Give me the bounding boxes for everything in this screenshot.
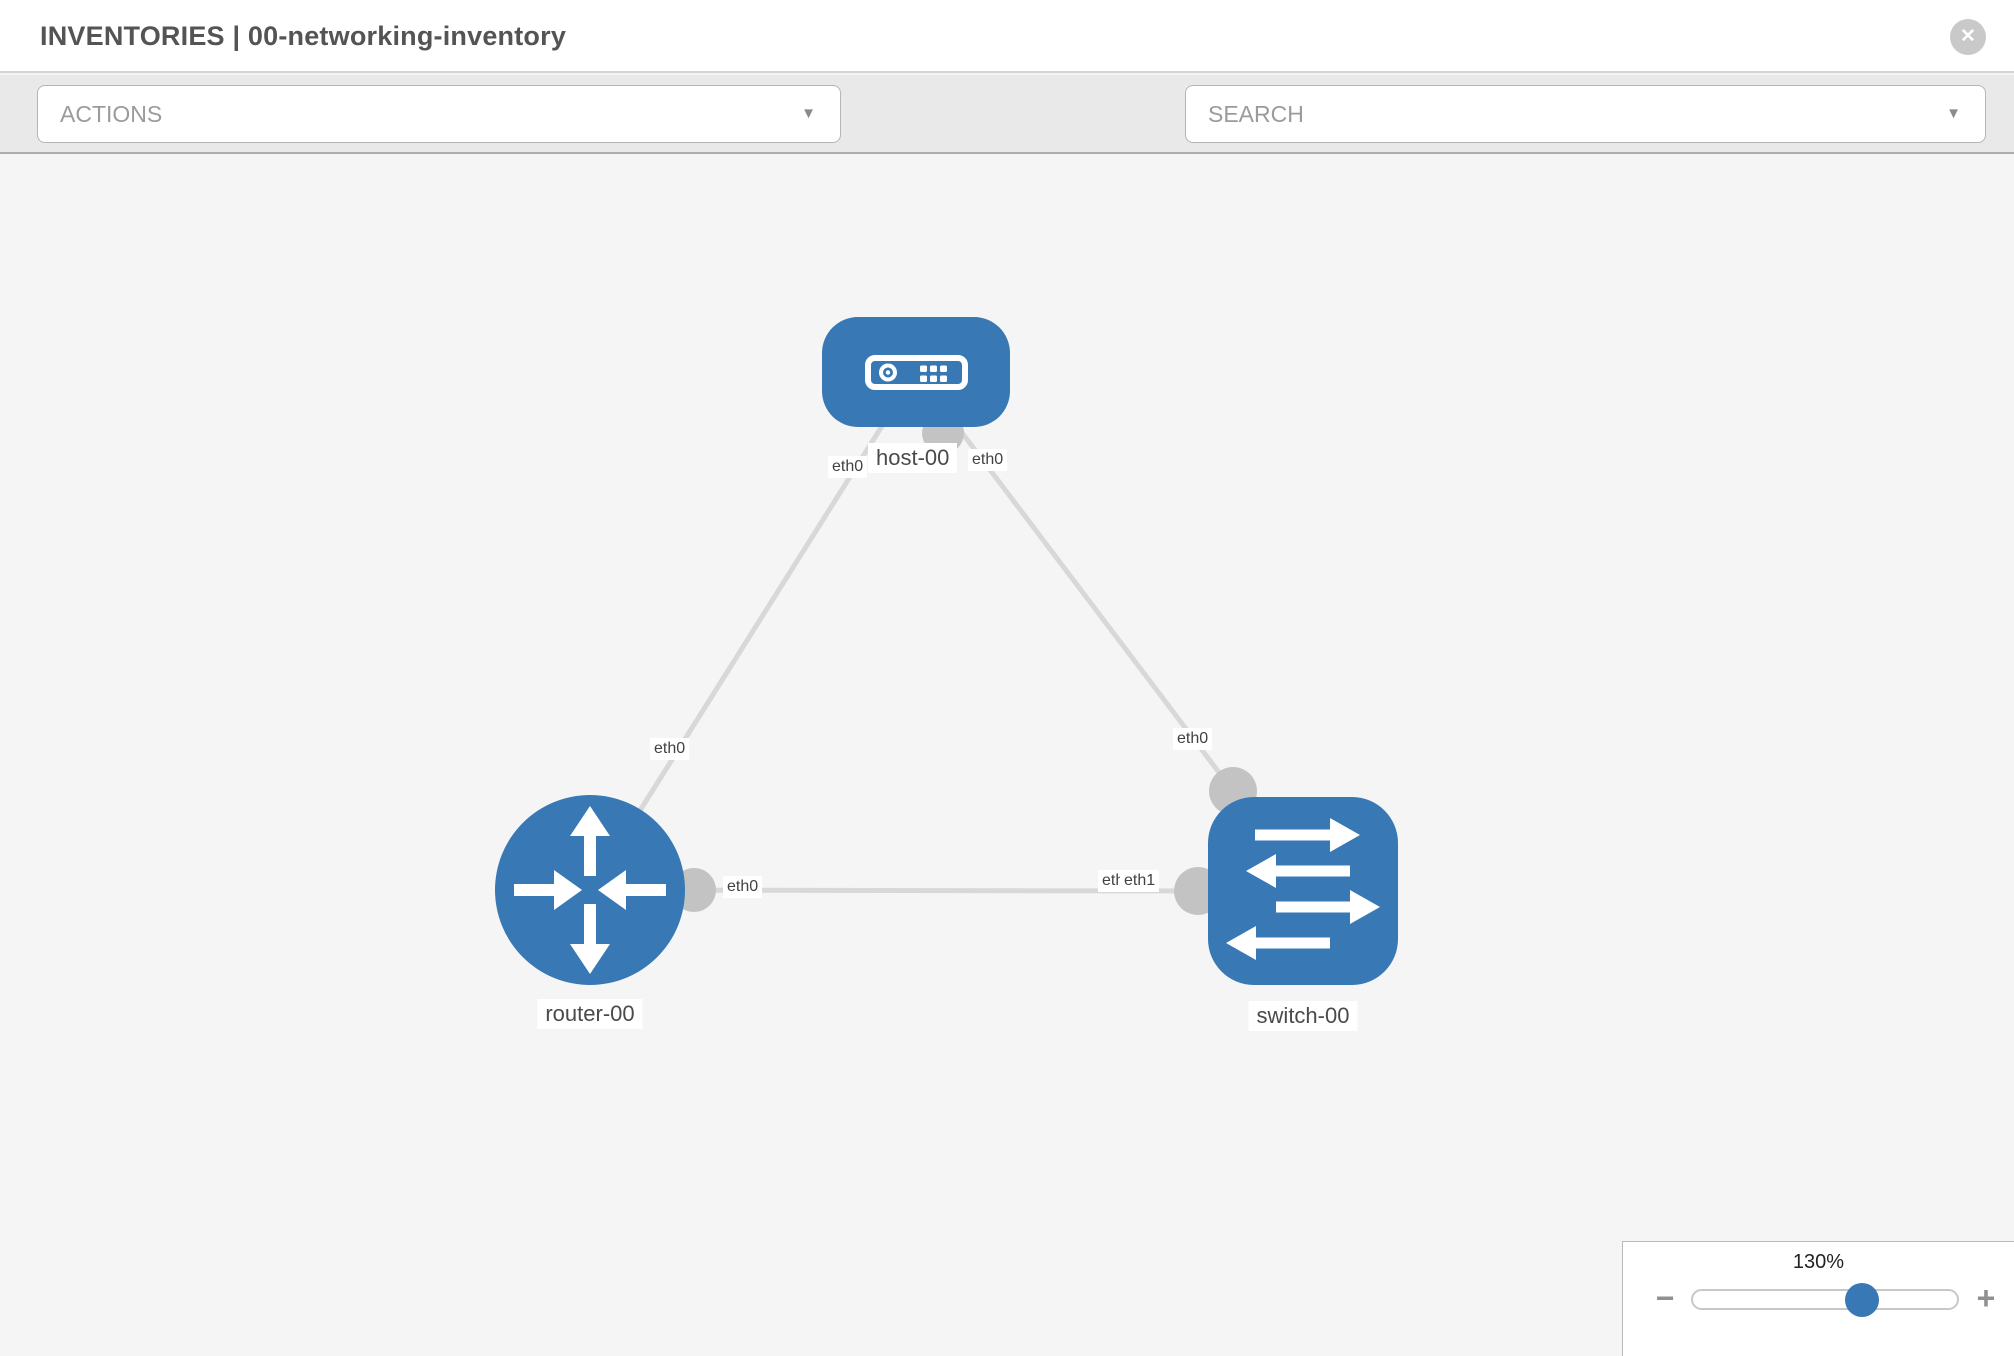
interface-label: eth0 [828, 456, 868, 478]
router-icon [514, 806, 666, 974]
node-router[interactable] [495, 795, 685, 985]
zoom-slider-knob[interactable] [1844, 1282, 1879, 1317]
page-title: INVENTORIES | 00-networking-inventory [40, 21, 567, 51]
zoom-level-value: 130% [1792, 1251, 1845, 1273]
zoom-in-button[interactable]: + [1976, 1280, 1996, 1316]
close-icon: ✕ [1960, 26, 1976, 47]
host-icon [865, 355, 968, 390]
zoom-control-panel: 130% − + [1622, 1241, 2014, 1356]
header-bar: INVENTORIES | 00-networking-inventory ✕ [0, 0, 2014, 73]
node-host[interactable] [822, 317, 1010, 427]
toolbar: ACTIONS ▼ ▼ [0, 75, 2014, 209]
close-button[interactable]: ✕ [1950, 19, 1986, 55]
chevron-down-icon: ▼ [1946, 105, 1961, 122]
node-label-router: router-00 [537, 999, 643, 1029]
node-switch[interactable] [1208, 797, 1398, 985]
topology-svg [495, 317, 1398, 985]
node-label-host: host-00 [868, 443, 958, 473]
zoom-slider[interactable] [1691, 1282, 1959, 1317]
interface-label: eth1 [1120, 870, 1160, 892]
chevron-down-icon: ▼ [801, 105, 816, 122]
zoom-out-button[interactable]: − [1655, 1280, 1675, 1316]
actions-dropdown[interactable]: ACTIONS ▼ [37, 85, 841, 143]
switch-icon [1226, 818, 1380, 960]
topology-canvas[interactable]: eth0 eth0 eth0 eth0 eth0 eth0 eth1 host-… [0, 156, 2014, 1356]
connectors-layer [672, 412, 1257, 915]
interface-label: eth0 [650, 738, 690, 760]
interface-label: eth0 [968, 449, 1008, 471]
interface-label: eth0 [1173, 728, 1213, 750]
link-host-switch [914, 370, 1235, 793]
node-label-switch: switch-00 [1248, 1001, 1358, 1031]
search-input[interactable] [1186, 86, 1925, 142]
actions-dropdown-label: ACTIONS [60, 101, 163, 127]
interface-label: eth0 [723, 876, 763, 898]
search-dropdown[interactable]: ▼ [1185, 85, 1986, 143]
